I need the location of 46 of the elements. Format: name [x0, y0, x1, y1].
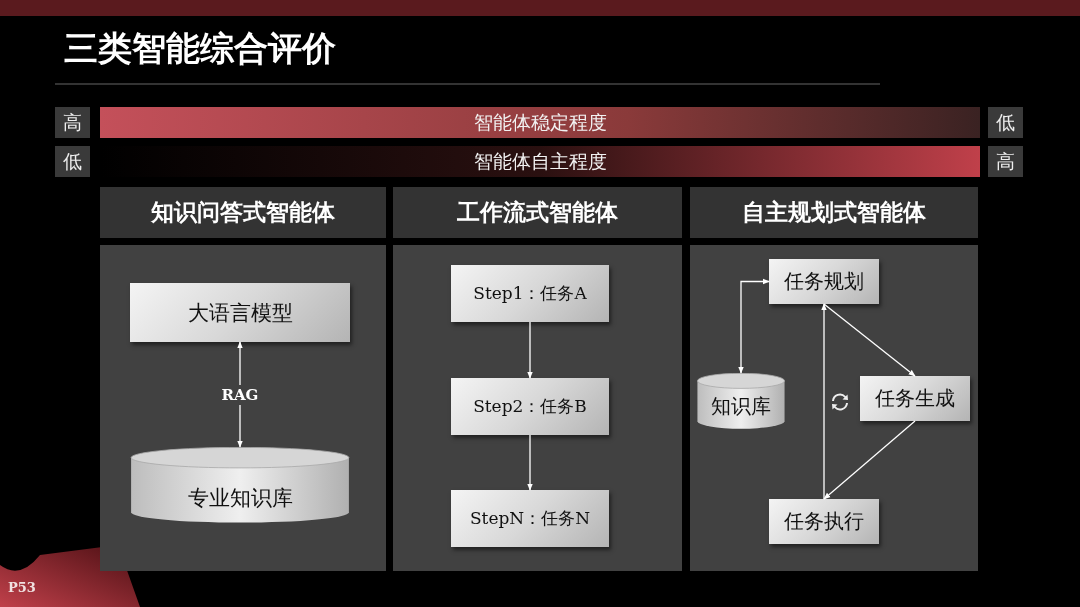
- arrow: [738, 278, 770, 374]
- database-cylinder: [130, 447, 350, 523]
- node-label: 任务执行: [784, 508, 864, 535]
- node-label: StepN：任务N: [469, 507, 591, 530]
- category-header: [690, 187, 978, 238]
- node-label: Step2：任务B: [473, 395, 587, 418]
- level-tag: [988, 146, 1023, 177]
- process-box: [860, 376, 970, 421]
- node-label: 专业知识库: [187, 485, 293, 513]
- node-label: 大语言模型: [187, 299, 293, 327]
- level-tag: [55, 146, 90, 177]
- node-label: 任务生成: [875, 385, 955, 412]
- node-label: 知识库: [711, 392, 771, 420]
- category-header: [100, 187, 386, 238]
- process-box: [451, 378, 609, 435]
- arrow: [823, 420, 916, 500]
- header-text: 工作流式智能体: [457, 198, 618, 227]
- level-tag: [988, 107, 1023, 138]
- gradient-bar: [100, 107, 980, 138]
- category-header: [393, 187, 682, 238]
- arrow: [527, 434, 533, 491]
- node-label: 任务规划: [784, 268, 864, 295]
- level-label: 高: [63, 109, 82, 135]
- process-box: [451, 265, 609, 322]
- slide-title: 三类智能综合评价: [64, 27, 336, 70]
- panel-background: [393, 245, 682, 571]
- panel-background: [100, 245, 386, 571]
- bar-label: 智能体稳定程度: [473, 109, 607, 135]
- level-label: 高: [996, 148, 1015, 174]
- process-box: [451, 490, 609, 547]
- level-label: 低: [996, 109, 1015, 135]
- arrow: [823, 303, 916, 377]
- arrow: [821, 303, 827, 500]
- process-box: [769, 499, 879, 544]
- bar-label: 智能体自主程度: [473, 148, 607, 174]
- level-label: 低: [63, 148, 82, 174]
- arrow: [527, 321, 533, 379]
- database-cylinder: [697, 373, 785, 429]
- process-box: [769, 259, 879, 304]
- header-text: 知识问答式智能体: [151, 198, 335, 227]
- process-box: [130, 283, 350, 342]
- header-text: 自主规划式智能体: [742, 198, 926, 227]
- page-number: P53: [8, 580, 36, 595]
- level-tag: [55, 107, 90, 138]
- panel-background: [690, 245, 978, 571]
- node-label: Step1：任务A: [473, 282, 587, 305]
